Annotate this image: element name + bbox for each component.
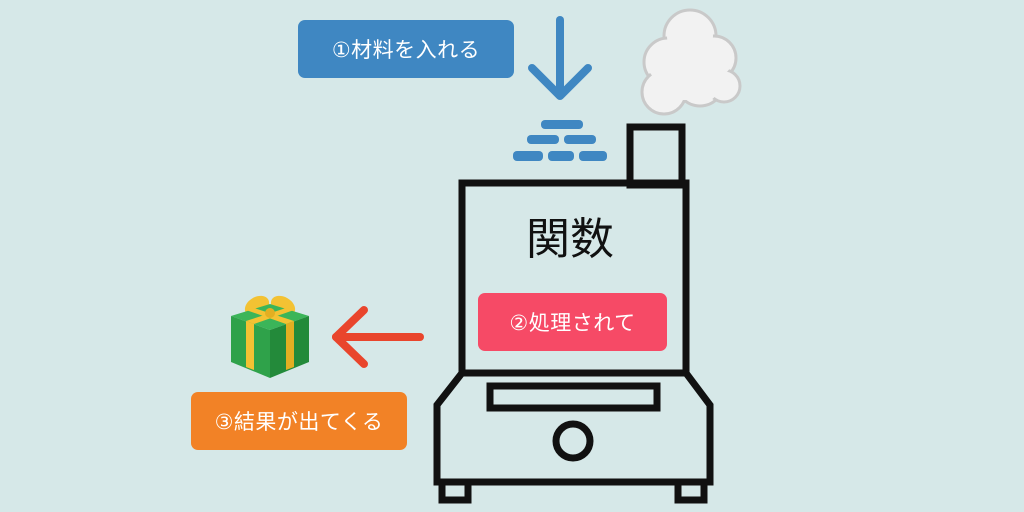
down-arrow-icon xyxy=(528,16,592,100)
step-process-label: ②処理されて xyxy=(478,293,667,351)
left-arrow-icon xyxy=(332,306,424,368)
function-title: 関数 xyxy=(526,214,614,265)
bricks-icon xyxy=(513,120,607,161)
gift-icon xyxy=(231,295,309,378)
function-machine xyxy=(433,123,714,504)
step-input-label: ①材料を入れる xyxy=(298,20,514,78)
step-output-label: ③結果が出てくる xyxy=(191,392,407,450)
